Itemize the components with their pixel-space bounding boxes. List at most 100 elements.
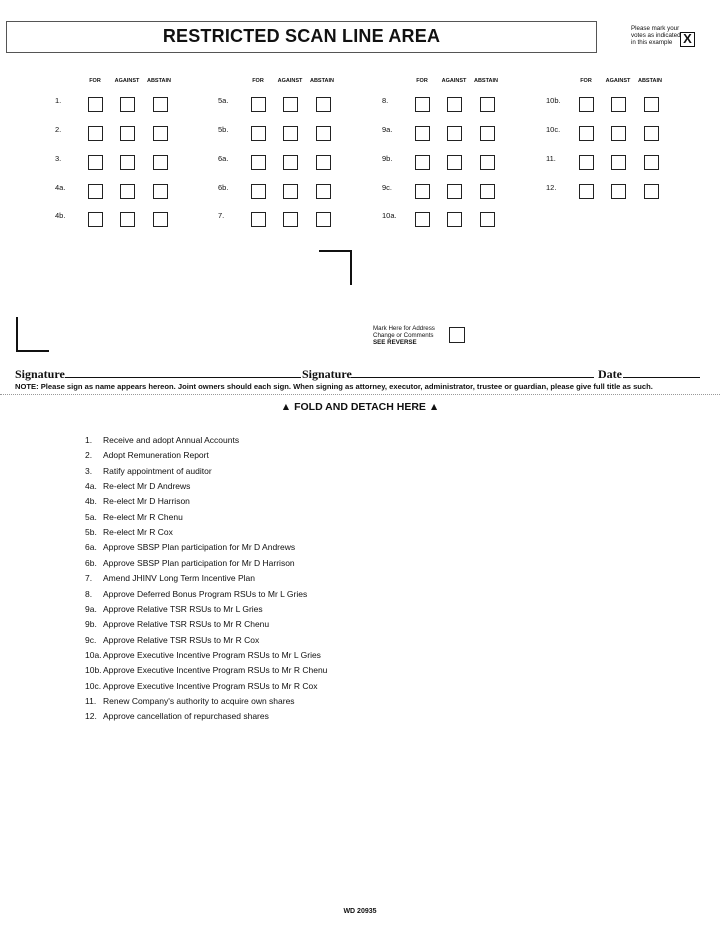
vote-checkbox-against[interactable] (283, 97, 298, 112)
vote-column-header: AGAINST (114, 78, 140, 84)
vote-checkbox-for[interactable] (88, 126, 103, 141)
vote-checkbox-against[interactable] (611, 126, 626, 141)
resolution-list-text: Approve SBSP Plan participation for Mr D… (103, 542, 296, 553)
resolution-list-text: Approve cancellation of repurchased shar… (103, 711, 269, 722)
vote-column-header: ABSTAIN (309, 78, 335, 84)
vote-checkbox-abstain[interactable] (644, 184, 659, 199)
corner-mark-bottom-left-horizontal (16, 350, 49, 352)
vote-checkbox-for[interactable] (251, 184, 266, 199)
vote-checkbox-against[interactable] (120, 184, 135, 199)
resolution-number: 9a. (382, 125, 393, 134)
resolution-list-text: Adopt Remuneration Report (103, 450, 209, 461)
resolution-list-number: 1. (85, 435, 93, 445)
resolution-list-number: 10b. (85, 665, 102, 676)
date-line[interactable] (623, 377, 700, 378)
vote-checkbox-abstain[interactable] (480, 212, 495, 227)
resolution-number: 2. (55, 125, 62, 134)
resolution-number: 7. (218, 211, 225, 220)
vote-checkbox-against[interactable] (611, 184, 626, 199)
vote-checkbox-for[interactable] (415, 97, 430, 112)
date-label: Date (598, 367, 622, 381)
resolution-number: 12. (546, 183, 557, 192)
address-change-checkbox[interactable] (449, 327, 465, 343)
vote-checkbox-abstain[interactable] (316, 126, 331, 141)
vote-checkbox-against[interactable] (447, 184, 462, 199)
vote-checkbox-against[interactable] (120, 126, 135, 141)
vote-checkbox-against[interactable] (447, 97, 462, 112)
resolution-number: 10b. (546, 96, 561, 105)
perforation-line (0, 394, 720, 395)
vote-checkbox-against[interactable] (283, 184, 298, 199)
vote-checkbox-abstain[interactable] (153, 155, 168, 170)
corner-mark-top-right-vertical (350, 250, 352, 285)
vote-column-header: FOR (416, 78, 428, 84)
vote-checkbox-abstain[interactable] (316, 155, 331, 170)
signature-note: NOTE: Please sign as name appears hereon… (15, 382, 653, 391)
resolution-number: 6a. (218, 154, 229, 163)
address-line-3: SEE REVERSE (373, 339, 417, 346)
address-change-label: Mark Here for Address Change or Comments… (373, 325, 453, 346)
vote-checkbox-for[interactable] (88, 97, 103, 112)
resolution-list-text: Approve Relative TSR RSUs to Mr R Cox (103, 634, 260, 645)
vote-checkbox-abstain[interactable] (153, 97, 168, 112)
signature-line-2[interactable] (351, 377, 594, 378)
vote-checkbox-against[interactable] (120, 97, 135, 112)
vote-checkbox-against[interactable] (120, 155, 135, 170)
vote-checkbox-against[interactable] (447, 212, 462, 227)
vote-checkbox-for[interactable] (251, 212, 266, 227)
vote-checkbox-for[interactable] (579, 184, 594, 199)
vote-checkbox-for[interactable] (415, 184, 430, 199)
vote-checkbox-for[interactable] (579, 126, 594, 141)
vote-checkbox-against[interactable] (611, 97, 626, 112)
vote-checkbox-for[interactable] (415, 155, 430, 170)
fold-detach-label: ▲ FOLD AND DETACH HERE ▲ (280, 401, 440, 413)
scan-line-area-box (6, 21, 597, 53)
vote-checkbox-for[interactable] (415, 126, 430, 141)
resolution-list-text: Renew Company's authority to acquire own… (103, 695, 295, 706)
vote-checkbox-abstain[interactable] (153, 184, 168, 199)
vote-checkbox-against[interactable] (283, 126, 298, 141)
vote-checkbox-abstain[interactable] (153, 212, 168, 227)
resolution-list-number: 9c. (85, 634, 97, 645)
resolution-number: 9b. (382, 154, 393, 163)
resolution-list-number: 5a. (85, 511, 97, 522)
vote-checkbox-for[interactable] (415, 212, 430, 227)
vote-column-header: ABSTAIN (637, 78, 663, 84)
signature-label-1: Signature (15, 367, 65, 381)
vote-checkbox-for[interactable] (251, 126, 266, 141)
vote-checkbox-for[interactable] (251, 97, 266, 112)
vote-checkbox-abstain[interactable] (644, 126, 659, 141)
resolution-list-text: Ratify appointment of auditor (103, 465, 212, 476)
vote-checkbox-abstain[interactable] (316, 184, 331, 199)
vote-checkbox-abstain[interactable] (644, 97, 659, 112)
vote-checkbox-against[interactable] (283, 212, 298, 227)
vote-checkbox-against[interactable] (447, 126, 462, 141)
vote-checkbox-for[interactable] (579, 97, 594, 112)
vote-checkbox-for[interactable] (88, 184, 103, 199)
vote-checkbox-abstain[interactable] (316, 212, 331, 227)
vote-checkbox-for[interactable] (579, 155, 594, 170)
resolution-list-number: 2. (85, 450, 93, 461)
vote-checkbox-for[interactable] (251, 155, 266, 170)
resolution-number: 6b. (218, 183, 229, 192)
vote-checkbox-abstain[interactable] (480, 155, 495, 170)
vote-checkbox-against[interactable] (611, 155, 626, 170)
resolution-list-text: Receive and adopt Annual Accounts (103, 435, 240, 445)
vote-column-header: ABSTAIN (473, 78, 499, 84)
vote-checkbox-abstain[interactable] (316, 97, 331, 112)
example-instruction: Please mark your votes as indicated in t… (631, 25, 681, 47)
resolution-list-text: Approve Executive Incentive Program RSUs… (103, 649, 321, 660)
signature-line-1[interactable] (65, 377, 301, 378)
resolution-number: 9c. (382, 183, 393, 192)
vote-checkbox-abstain[interactable] (480, 126, 495, 141)
vote-checkbox-for[interactable] (88, 155, 103, 170)
vote-checkbox-against[interactable] (447, 155, 462, 170)
resolution-number: 10c. (546, 125, 561, 134)
vote-checkbox-against[interactable] (120, 212, 135, 227)
vote-checkbox-for[interactable] (88, 212, 103, 227)
vote-checkbox-against[interactable] (283, 155, 298, 170)
vote-checkbox-abstain[interactable] (480, 97, 495, 112)
vote-checkbox-abstain[interactable] (480, 184, 495, 199)
vote-checkbox-abstain[interactable] (644, 155, 659, 170)
vote-checkbox-abstain[interactable] (153, 126, 168, 141)
